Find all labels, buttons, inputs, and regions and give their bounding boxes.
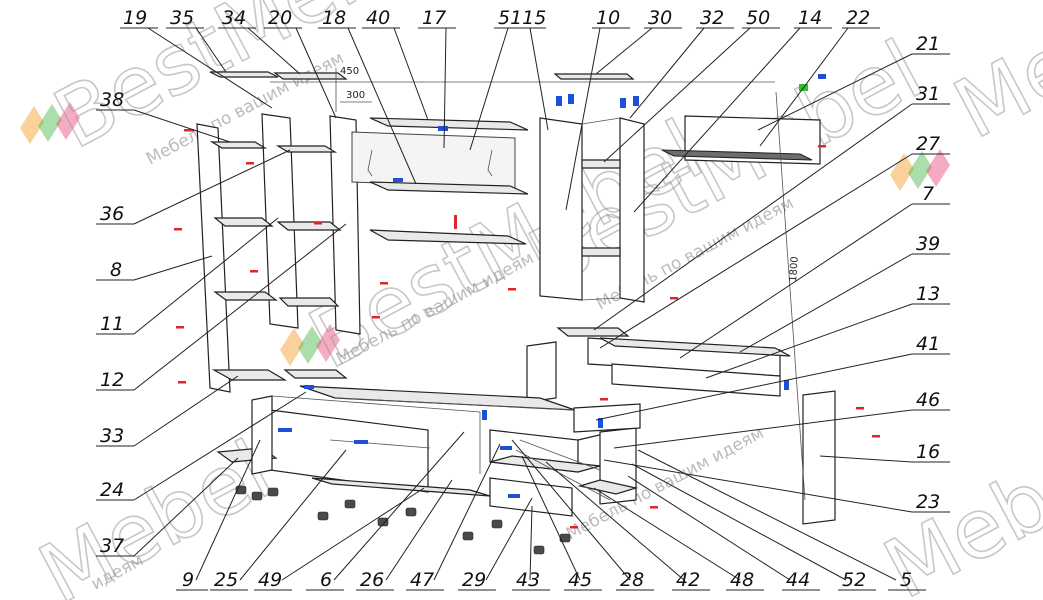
dimension-300: 300 — [346, 90, 365, 101]
callouts-bottom: 9 25 49 6 26 47 29 43 45 28 42 48 — [176, 431, 926, 591]
dimension-450: 450 — [340, 66, 359, 77]
label-5: 5 — [900, 569, 912, 591]
label-18: 18 — [322, 7, 346, 29]
label-46: 46 — [916, 389, 940, 411]
label-19: 19 — [123, 7, 147, 29]
label-31: 31 — [916, 83, 940, 105]
watermark-logo — [280, 324, 340, 366]
label-43: 43 — [516, 569, 540, 591]
label-37: 37 — [100, 535, 124, 557]
part-cabinet-side-10 — [539, 117, 583, 301]
callouts-right: 21 31 27 7 39 13 41 46 16 23 — [593, 33, 950, 513]
part-shelf — [275, 145, 338, 153]
label-42: 42 — [676, 569, 700, 591]
label-33: 33 — [100, 425, 124, 447]
label-9: 9 — [182, 569, 194, 591]
part-shelf — [209, 141, 268, 149]
label-20: 20 — [268, 7, 292, 29]
part-wall-shelf-22 — [661, 149, 813, 161]
part-shelf-31 — [556, 327, 630, 337]
furniture-parts — [174, 71, 880, 555]
label-8: 8 — [110, 259, 122, 281]
label-44: 44 — [786, 569, 810, 591]
label-26: 26 — [360, 569, 384, 591]
label-27: 27 — [916, 133, 940, 155]
label-30: 30 — [648, 7, 672, 29]
watermark-logo — [20, 102, 80, 144]
part-bottom-shelf — [283, 369, 348, 379]
part-drawer-bottom-48 — [577, 479, 639, 495]
label-23: 23 — [916, 491, 940, 513]
part-top-shelf-35 — [209, 71, 279, 78]
label-52: 52 — [842, 569, 866, 591]
watermark-partial-brand: Mebel — [940, 0, 1043, 158]
label-24: 24 — [100, 479, 124, 501]
part-shelf — [276, 221, 342, 231]
part-glass-front-17 — [351, 131, 516, 189]
label-40: 40 — [366, 7, 390, 29]
label-5115: 5115 — [498, 7, 546, 29]
label-28: 28 — [620, 569, 644, 591]
label-11: 11 — [100, 313, 124, 335]
part-legs — [235, 485, 571, 555]
part-shelf-39 — [599, 337, 791, 357]
part-cabinet-shelf-50 — [581, 159, 621, 169]
part-shelf — [278, 297, 340, 307]
label-7: 7 — [922, 183, 934, 205]
part-cabinet-shelf — [581, 247, 621, 257]
dimension-1800: 1800 — [788, 256, 801, 282]
label-6: 6 — [320, 569, 332, 591]
label-49: 49 — [258, 569, 282, 591]
label-47: 47 — [410, 569, 434, 591]
watermark-logo — [890, 149, 950, 191]
part-top-panel-40 — [369, 117, 529, 131]
part-side-panel-8 — [196, 123, 231, 393]
label-36: 36 — [100, 203, 124, 225]
part-side-9 — [251, 395, 273, 475]
label-12: 12 — [100, 369, 124, 391]
label-38: 38 — [100, 89, 124, 111]
label-29: 29 — [462, 569, 486, 591]
part-shelf-18 — [369, 229, 527, 245]
part-shelf — [213, 291, 278, 301]
callouts-left: 38 36 8 11 12 33 24 37 — [96, 89, 347, 557]
part-side-panel-11 — [261, 113, 299, 329]
callouts-top: 19 35 34 20 18 40 17 5115 10 30 32 — [120, 7, 880, 213]
label-50: 50 — [746, 7, 770, 29]
label-34: 34 — [222, 7, 246, 29]
label-41: 41 — [916, 333, 940, 355]
label-25: 25 — [214, 569, 238, 591]
part-drawer-bottom-42 — [489, 455, 601, 473]
dimensions: 450 300 1800 — [270, 66, 806, 501]
part-top-shelf-34 — [273, 72, 348, 80]
part-cabinet-side-14 — [619, 117, 645, 303]
label-21: 21 — [916, 33, 940, 55]
part-door-25 — [269, 409, 429, 493]
part-shelf — [213, 217, 274, 227]
part-upright-41 — [526, 341, 557, 403]
label-13: 13 — [916, 283, 940, 305]
label-22: 22 — [846, 7, 870, 29]
label-48: 48 — [730, 569, 754, 591]
fittings-blue — [278, 74, 826, 498]
part-side-panel-16 — [802, 390, 836, 525]
label-35: 35 — [170, 7, 194, 29]
part-top-shelf-30 — [553, 73, 635, 80]
label-16: 16 — [916, 441, 940, 463]
label-14: 14 — [798, 7, 822, 29]
label-17: 17 — [422, 7, 446, 29]
label-10: 10 — [596, 7, 620, 29]
label-39: 39 — [916, 233, 940, 255]
fittings-red — [174, 129, 880, 529]
label-32: 32 — [700, 7, 724, 29]
part-shelf — [369, 181, 529, 195]
part-bottom-shelf-33 — [211, 369, 288, 381]
label-45: 45 — [568, 569, 592, 591]
